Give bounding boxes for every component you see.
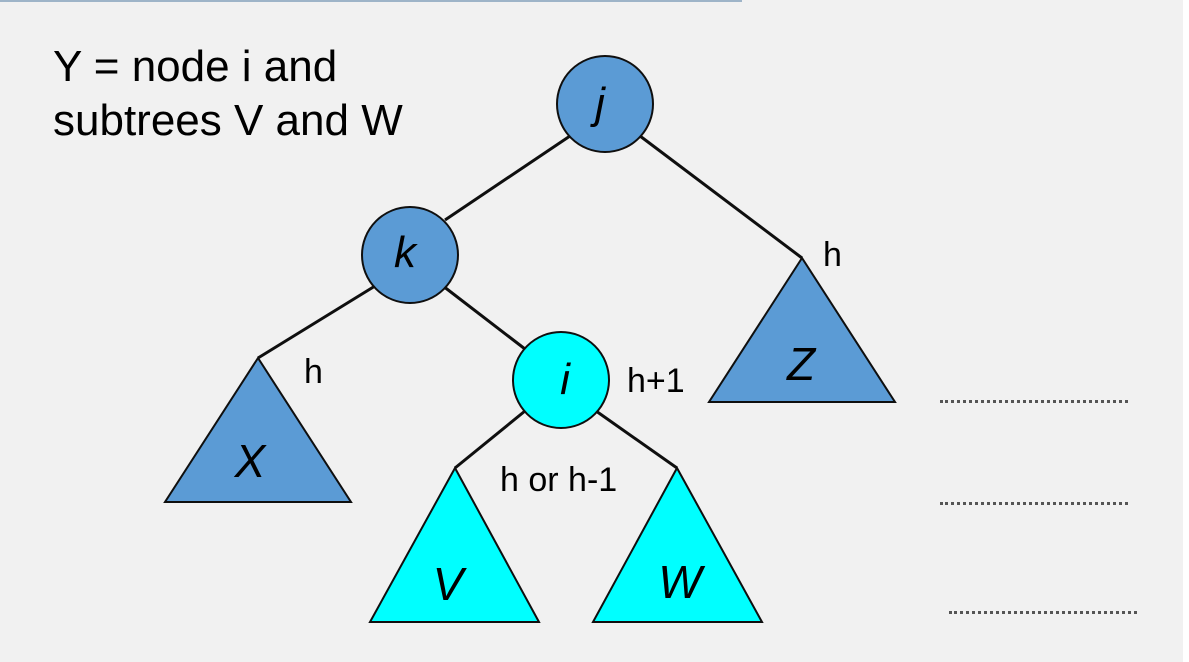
- subtree-w-shape: [591, 465, 764, 623]
- node-k-circle: [361, 206, 459, 304]
- edge-j-k: [444, 134, 571, 222]
- top-rule: [0, 0, 742, 2]
- subtree-v-shape: [368, 465, 541, 623]
- node-i-circle: [512, 331, 610, 429]
- subtree-x-label: X: [234, 435, 268, 487]
- caption: Y = node i and subtrees V and W: [53, 40, 403, 148]
- height-label-i: h+1: [627, 362, 685, 400]
- node-k-label: k: [394, 228, 418, 277]
- edge-j-z: [639, 134, 803, 260]
- height-label-z: h: [823, 236, 842, 274]
- subtree-x-shape: [163, 356, 353, 503]
- subtree-z: Z: [707, 256, 897, 403]
- node-k: k: [361, 206, 459, 304]
- caption-line-1: Y = node i and: [53, 42, 338, 91]
- subtree-v: V: [368, 465, 541, 623]
- node-j-circle: [556, 55, 654, 153]
- edge-i-w: [595, 409, 678, 470]
- dotted-answer-line-3: [949, 611, 1137, 614]
- subtree-w: W: [591, 465, 764, 623]
- height-label-v-w: h or h-1: [500, 461, 617, 499]
- node-j: j: [556, 55, 654, 153]
- subtree-z-label: Z: [786, 338, 817, 390]
- edge-i-v: [454, 409, 526, 470]
- subtree-w-label: W: [658, 556, 706, 608]
- height-label-x: h: [304, 353, 323, 391]
- dotted-answer-line-1: [940, 400, 1128, 403]
- node-i: i: [512, 331, 610, 429]
- subtree-z-shape: [707, 256, 897, 403]
- dotted-answer-line-2: [940, 502, 1128, 505]
- subtree-v-label: V: [433, 558, 468, 610]
- caption-line-2: subtrees V and W: [53, 96, 403, 145]
- edge-k-i: [442, 284, 526, 351]
- slide-right-edge: [1183, 0, 1189, 662]
- edge-k-x: [257, 284, 376, 360]
- node-i-label: i: [560, 355, 571, 404]
- subtree-x: X: [163, 356, 353, 503]
